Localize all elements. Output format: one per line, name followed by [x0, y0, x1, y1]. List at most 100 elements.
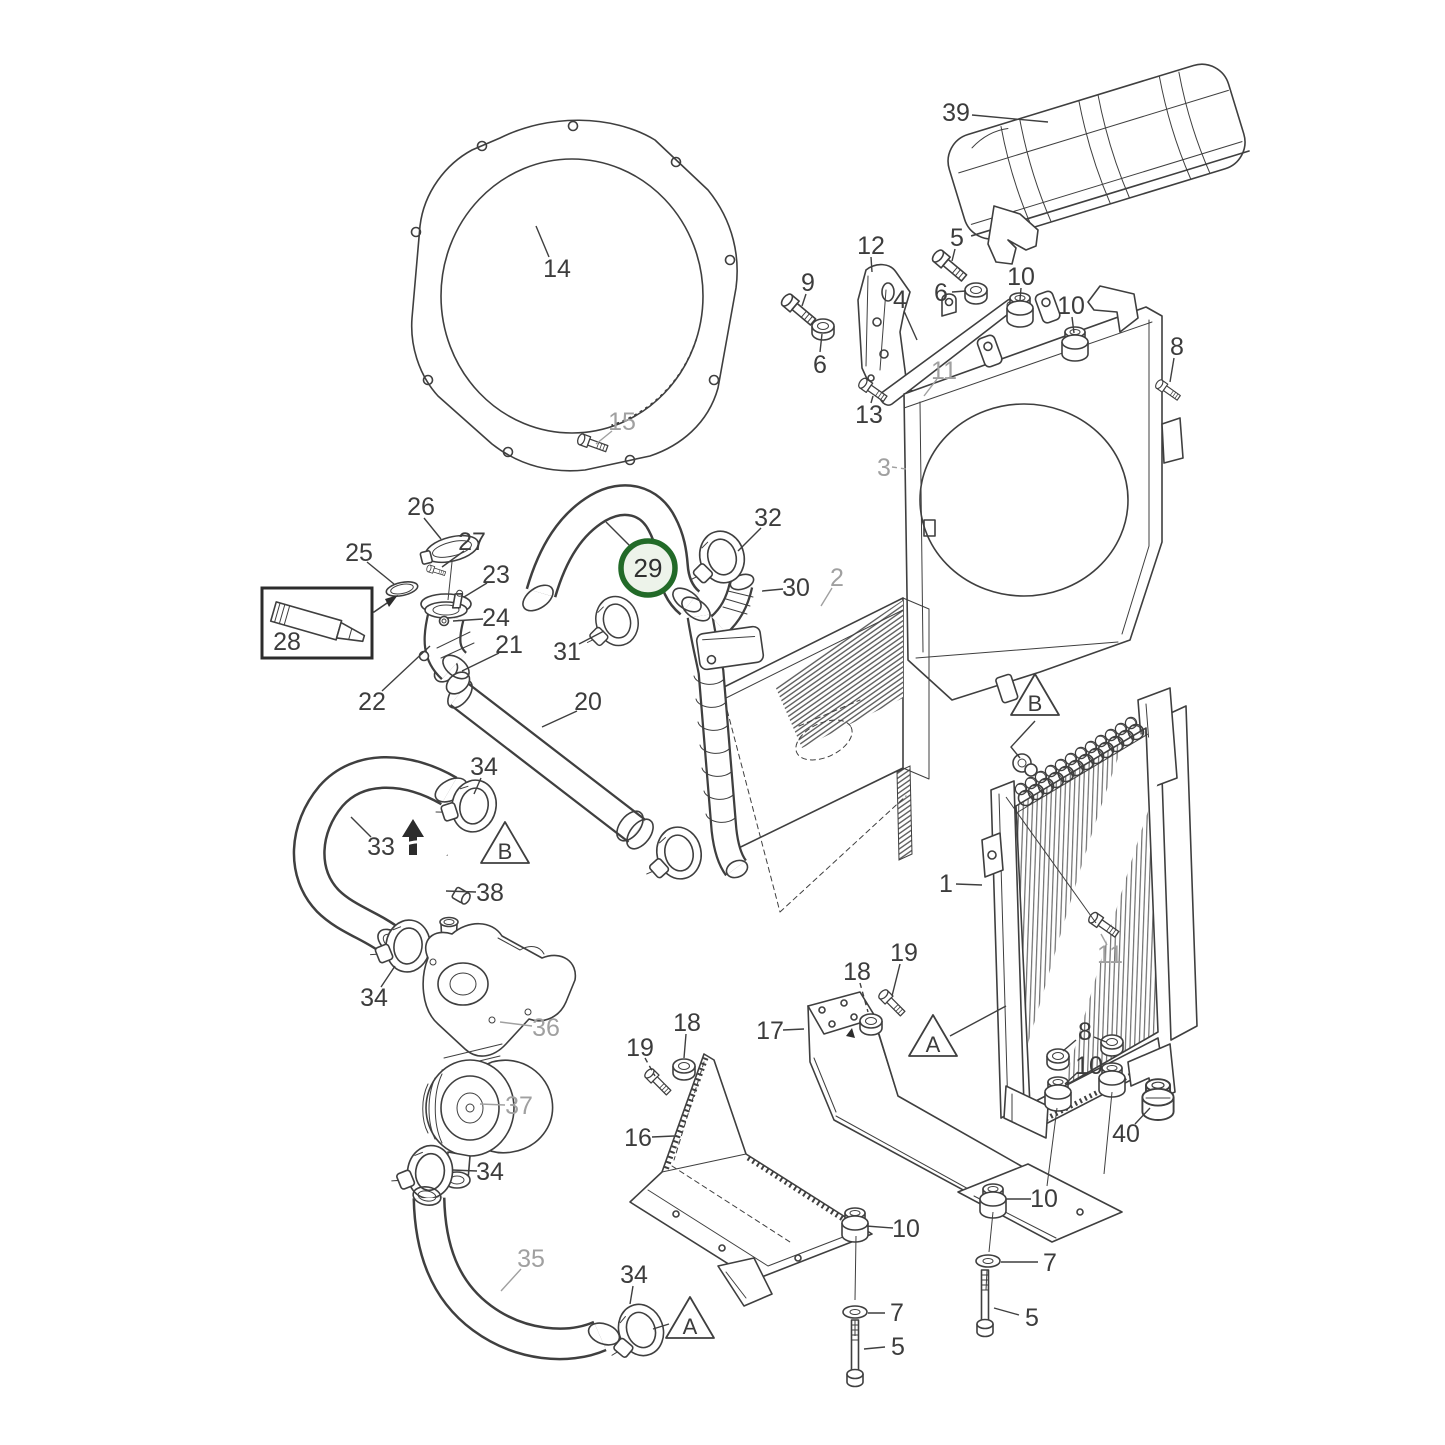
part-label-5: 5 — [950, 224, 964, 252]
leader-line — [1046, 1107, 1058, 1187]
part-label-23: 23 — [482, 561, 510, 589]
leader-line — [651, 1135, 675, 1138]
lower-hose-group — [412, 1186, 672, 1369]
svg-text:29: 29 — [634, 553, 663, 583]
part-label-10: 10 — [1075, 1052, 1103, 1080]
leader-line — [500, 1268, 522, 1292]
part-label-13: 13 — [855, 401, 883, 429]
part-label-4: 4 — [893, 286, 907, 314]
leader-line — [863, 1346, 886, 1350]
leader-line — [971, 114, 1049, 123]
leader-line — [381, 645, 431, 692]
leader-line — [891, 466, 907, 470]
part-label-16: 16 — [624, 1124, 652, 1152]
leader-line — [1071, 316, 1075, 334]
part-label-10: 10 — [1030, 1185, 1058, 1213]
part-label-10: 10 — [1007, 263, 1035, 291]
part-label-34: 34 — [476, 1158, 504, 1186]
leader-line — [445, 890, 477, 893]
part-label-36: 36 — [532, 1014, 560, 1042]
leader-line — [451, 1169, 478, 1172]
part-label-8: 8 — [1078, 1018, 1092, 1046]
leader-line — [463, 582, 488, 598]
leader-line — [1093, 1036, 1107, 1043]
leader-line — [1100, 933, 1108, 946]
support-bracket-17 — [807, 987, 1123, 1243]
leader-line — [1169, 357, 1175, 383]
part-label-7: 7 — [1043, 1249, 1057, 1277]
part-label-24: 24 — [482, 604, 510, 632]
part-label-26: 26 — [407, 493, 435, 521]
leader-line — [891, 963, 901, 997]
leader-line — [578, 630, 605, 645]
leader-line — [350, 816, 372, 838]
part-label-28: 28 — [273, 628, 301, 656]
bottom-fasteners — [841, 1034, 1175, 1388]
part-label-34: 34 — [620, 1261, 648, 1289]
leader-line — [423, 517, 442, 540]
leader-line — [993, 1307, 1020, 1316]
part-label-6: 6 — [813, 351, 827, 379]
leader-line — [951, 248, 956, 262]
part-label-30: 30 — [782, 574, 810, 602]
support-bracket-16 — [629, 1053, 873, 1307]
part-label-3: 3 — [877, 454, 891, 482]
part-label-25: 25 — [345, 539, 373, 567]
fan-ring — [410, 119, 738, 472]
leader-line — [761, 588, 784, 592]
sealant-box — [260, 586, 398, 660]
part-label-11: 11 — [931, 357, 957, 385]
small-parts — [260, 534, 480, 660]
leader-line — [1019, 287, 1022, 301]
part-label-7: 7 — [890, 1299, 904, 1327]
leader-line — [652, 1323, 670, 1330]
part-label-40: 40 — [1112, 1120, 1140, 1148]
part-label-18: 18 — [673, 1009, 701, 1037]
leader-line — [801, 293, 807, 307]
leader-line — [683, 1033, 687, 1059]
part-label-18: 18 — [843, 958, 871, 986]
leader-line — [859, 982, 869, 1013]
leader-line — [1134, 1107, 1151, 1125]
part-label-8: 8 — [1170, 333, 1184, 361]
leader-line — [1010, 720, 1036, 759]
leader-line — [1103, 1091, 1113, 1175]
leader-line — [737, 527, 762, 552]
leader-line — [955, 883, 983, 886]
part-label-33: 33 — [367, 833, 395, 861]
part-label-38: 38 — [476, 879, 504, 907]
leader-line — [1005, 796, 1097, 924]
part-label-32: 32 — [754, 504, 782, 532]
bypass-hose-group — [292, 756, 502, 976]
leader-line — [452, 618, 484, 622]
leader-line — [644, 1057, 656, 1077]
outlet-pipes — [418, 593, 749, 888]
part-label-27: 27 — [458, 528, 486, 556]
part-label-10: 10 — [1057, 292, 1085, 320]
part-label-12: 12 — [857, 232, 885, 260]
leader-line — [923, 378, 938, 397]
leader-line — [605, 521, 634, 550]
expansion-tank — [947, 63, 1250, 265]
part-label-31: 31 — [553, 638, 581, 666]
part-label-34: 34 — [360, 984, 388, 1012]
leader-line — [865, 1225, 894, 1229]
fan-shroud — [903, 285, 1184, 704]
leader-line — [870, 256, 873, 273]
leader-line — [820, 587, 833, 607]
leader-line — [499, 1021, 533, 1027]
part-label-5: 5 — [1025, 1304, 1039, 1332]
leader-line — [870, 395, 874, 404]
svg-text:A: A — [926, 1032, 941, 1057]
leader-line — [629, 1285, 634, 1305]
leader-line — [903, 310, 918, 341]
assembly-marker-A: A — [908, 1014, 958, 1057]
part-label-5: 5 — [891, 1333, 905, 1361]
leader-line — [951, 290, 967, 293]
leader-line — [380, 965, 396, 988]
leader-line — [1062, 1039, 1077, 1052]
part-label-22: 22 — [358, 688, 386, 716]
part-label-6: 6 — [934, 279, 948, 307]
leader-line — [988, 1211, 994, 1253]
